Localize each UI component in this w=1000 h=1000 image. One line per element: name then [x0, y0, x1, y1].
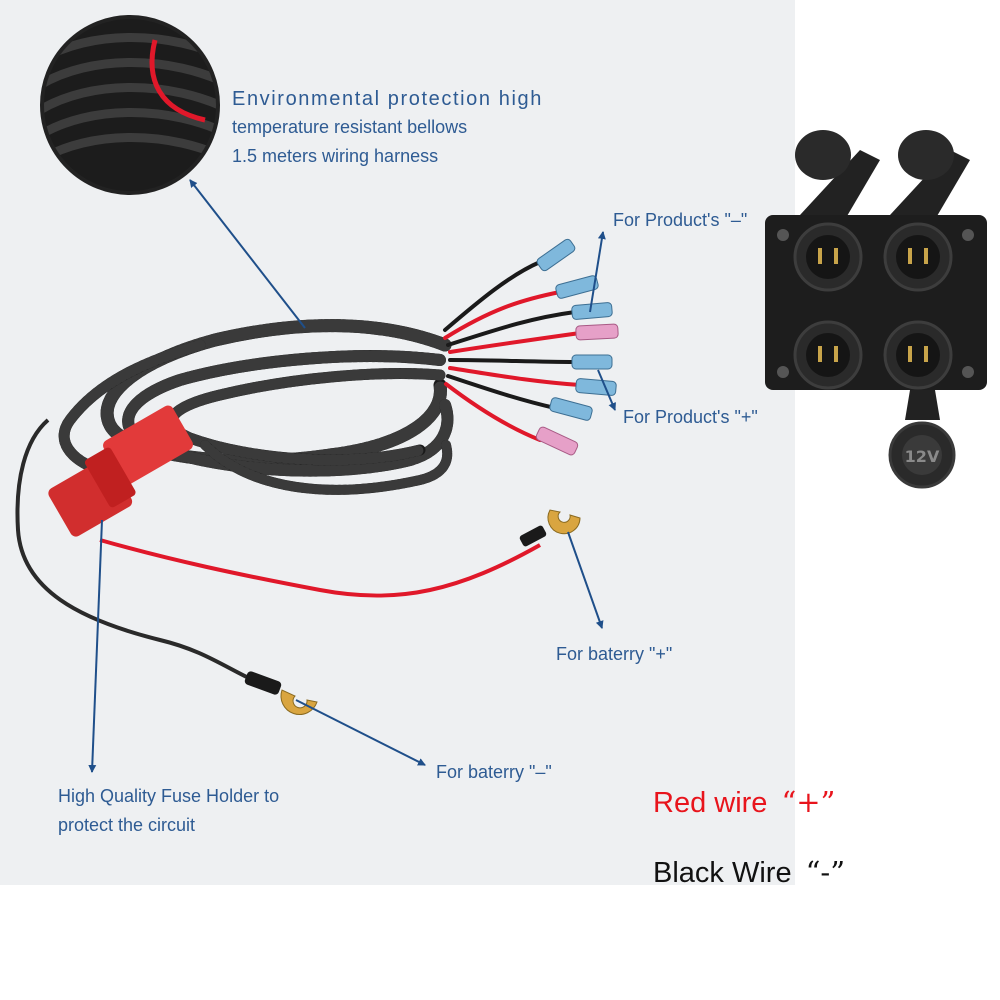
label-battery-positive: For baterry "+" — [556, 644, 673, 664]
label-product-positive: For Product's "+" — [623, 407, 758, 427]
fuse-holder — [48, 405, 193, 537]
black-wire — [15, 418, 276, 692]
arrow-harness — [189, 179, 306, 329]
arrow-battery-negative — [295, 699, 426, 766]
outlet-bottom-right — [883, 320, 953, 390]
socket-12v-label: 12V — [905, 447, 940, 466]
spade-terminals — [535, 238, 619, 456]
label-battery-negative: For baterry "–" — [436, 762, 552, 782]
label-harness-line-1: Environmental protection high — [232, 88, 543, 110]
ring-terminal-positive — [519, 509, 581, 547]
legend-black-label: Black Wire — [653, 857, 792, 889]
outlet-top-right — [883, 222, 953, 292]
ring-terminal-negative — [244, 671, 318, 715]
label-fuse-holder-line-2: protect the circuit — [58, 815, 196, 835]
arrow-product-negative — [589, 231, 606, 313]
annotation-arrows — [88, 179, 616, 773]
legend-black-wire: Black Wire “-” — [653, 855, 845, 890]
arrow-product-positive — [597, 369, 616, 411]
outlet-top-left — [793, 222, 863, 292]
legend-red-label: Red wire — [653, 787, 768, 819]
label-product-negative: For Product's "–" — [613, 210, 748, 230]
socket-panel: 12V — [765, 130, 987, 489]
arrow-fuse-holder — [88, 519, 103, 773]
legend-red-wire: Red wire “+” — [653, 785, 835, 820]
outlet-bottom-left — [793, 320, 863, 390]
output-wires — [443, 260, 582, 442]
legend-red-symbol: “+” — [781, 785, 836, 819]
legend-black-symbol: “-” — [805, 855, 846, 889]
red-wire — [99, 538, 541, 598]
arrow-battery-positive — [567, 531, 604, 629]
label-harness-line-3: 1.5 meters wiring harness — [232, 146, 439, 166]
bellows-zoom-inset — [40, 15, 220, 195]
label-fuse-holder-line-1: High Quality Fuse Holder to — [58, 786, 280, 806]
label-harness-line-2: temperature resistant bellows — [232, 117, 468, 137]
